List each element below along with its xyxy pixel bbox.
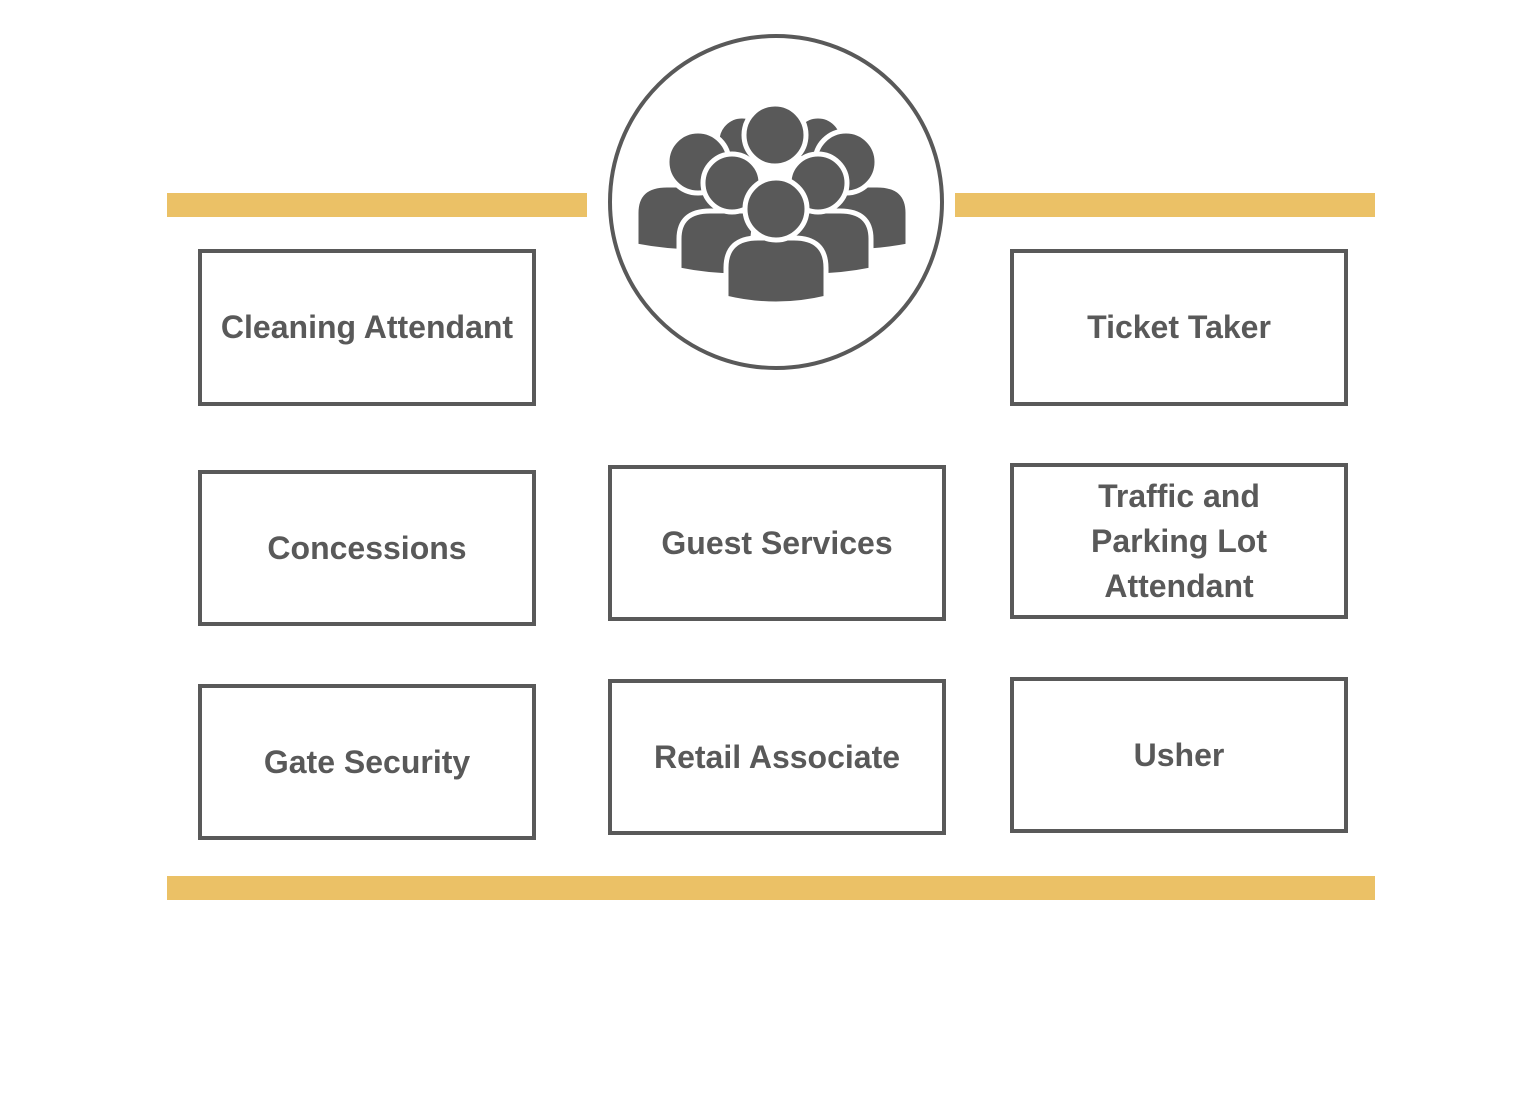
accent-bar-top-left <box>167 193 587 217</box>
role-box-usher: Usher <box>1010 677 1348 833</box>
role-box-concessions: Concessions <box>198 470 536 626</box>
role-label-line: Traffic and <box>1098 477 1260 514</box>
role-label: Ticket Taker <box>1087 309 1271 345</box>
role-label: Usher <box>1133 736 1225 773</box>
accent-bar-top-right <box>955 193 1375 217</box>
role-box-retail-associate: Retail Associate <box>608 679 946 835</box>
role-box-ticket-taker: Ticket Taker <box>1010 249 1348 406</box>
role-label: Concessions <box>267 529 467 566</box>
role-label: Gate Security <box>263 743 471 780</box>
role-box-gate-security: Gate Security <box>198 684 536 840</box>
role-box-traffic-and-parking-lot-attendant: Traffic and Parking Lot Attendant <box>1010 463 1348 619</box>
role-box-guest-services: Guest Services <box>608 465 946 621</box>
crowd-circle <box>608 34 944 370</box>
role-label-line: Parking Lot <box>1090 522 1267 559</box>
role-label: Guest Services <box>661 524 893 561</box>
group-of-people-icon <box>633 101 911 307</box>
role-label: Traffic and Parking Lot Attendant <box>1091 474 1267 609</box>
accent-bar-bottom <box>167 876 1375 900</box>
role-label-line: Attendant <box>1104 567 1254 604</box>
role-box-cleaning-attendant: Cleaning Attendant <box>198 249 536 406</box>
role-label: Retail Associate <box>653 738 901 775</box>
role-label: Cleaning Attendant <box>220 309 514 345</box>
